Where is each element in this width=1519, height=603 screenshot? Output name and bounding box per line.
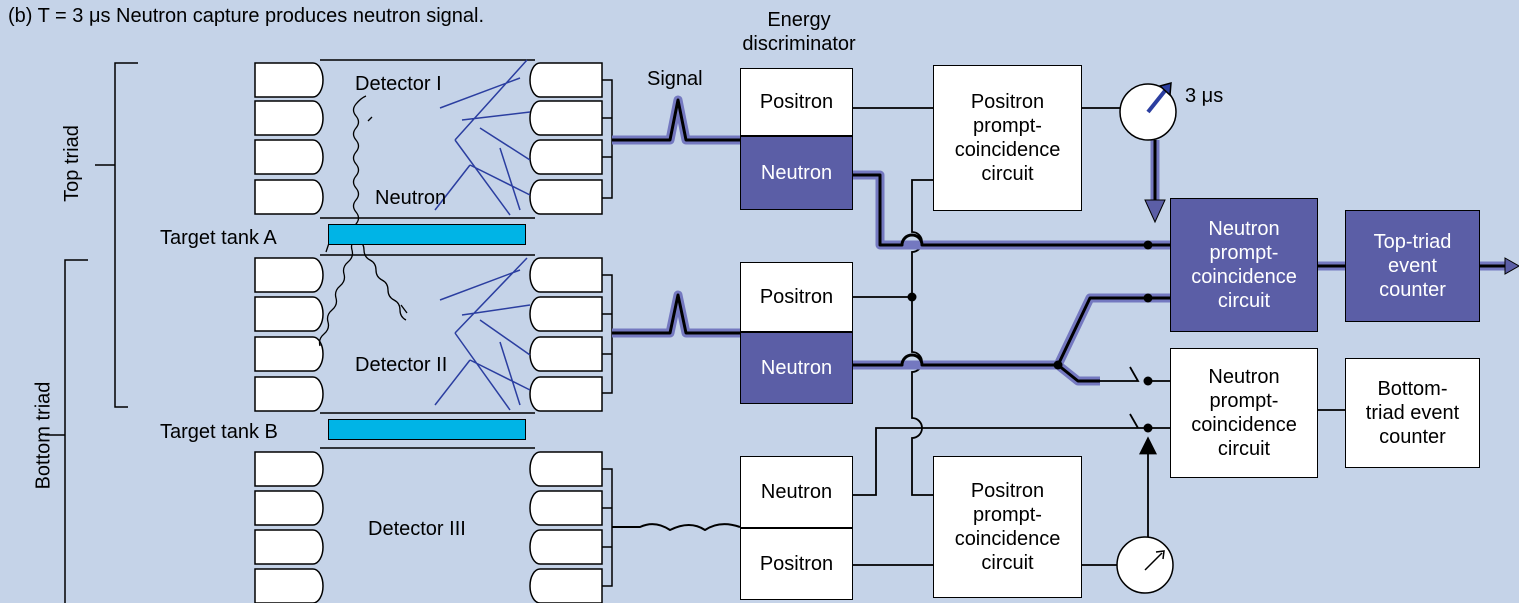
top-triad-label: Top triad — [60, 125, 83, 202]
target-tank-a-label: Target tank A — [160, 227, 277, 249]
energy-discriminator-label: Energy discriminator — [742, 9, 856, 55]
left-pmt-tubes — [254, 62, 324, 603]
right-pmt-tubes — [529, 62, 603, 603]
gamma-rays — [318, 95, 408, 347]
target-tank-b — [328, 419, 526, 440]
timer-output-arrowhead — [1144, 199, 1166, 224]
discriminator-1-neutron: Neutron — [740, 136, 853, 210]
output-arrowhead — [1504, 257, 1519, 275]
discriminator-3-positron: Positron — [740, 528, 853, 600]
top-triad-event-counter: Top-triad event counter — [1345, 210, 1480, 322]
target-tank-b-label: Target tank B — [160, 421, 278, 443]
detector-1-label: Detector I — [355, 73, 442, 95]
neutron-coincidence-circuit-bottom: Neutron prompt- coincidence circuit — [1170, 348, 1318, 478]
neutron-label: Neutron — [375, 187, 447, 209]
active-neutron-paths — [853, 140, 1505, 383]
positron-coincidence-circuit-bottom: Positron prompt- coincidence circuit — [933, 456, 1082, 598]
bottom-triad-event-counter: Bottom- triad event counter — [1345, 358, 1480, 468]
timer-top — [1119, 81, 1177, 141]
top-triad-bracket — [95, 62, 138, 408]
detector-3-label: Detector III — [368, 518, 466, 540]
bottom-triad-label: Bottom triad — [32, 381, 55, 490]
discriminator-1-positron: Positron — [740, 68, 853, 136]
figure-caption: (b) T = 3 μs Neutron capture produces ne… — [8, 5, 485, 27]
discriminator-2-neutron: Neutron — [740, 332, 853, 404]
target-tank-a — [328, 224, 526, 245]
timer-bottom — [1116, 536, 1174, 594]
neutron-coincidence-circuit-top: Neutron prompt- coincidence circuit — [1170, 198, 1318, 332]
positron-coincidence-circuit-top: Positron prompt- coincidence circuit — [933, 65, 1082, 211]
bottom-triad-bracket — [45, 259, 88, 603]
discriminator-3-neutron: Neutron — [740, 456, 853, 528]
signal-label: Signal — [647, 68, 703, 90]
detector-outlines — [320, 59, 535, 449]
discriminator-2-positron: Positron — [740, 262, 853, 332]
timer-label: 3 μs — [1185, 85, 1224, 107]
pmt-bus-lines — [602, 79, 613, 587]
light-tracks — [434, 59, 531, 411]
circuit-wiring — [853, 107, 1345, 566]
detector-2-label: Detector II — [355, 354, 448, 376]
signal-lines — [612, 98, 741, 531]
